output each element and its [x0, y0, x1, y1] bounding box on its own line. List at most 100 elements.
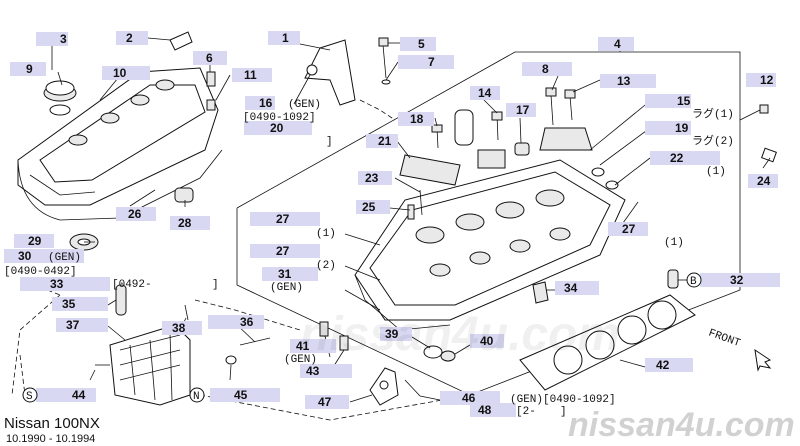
plug-22 — [591, 167, 619, 190]
part-label-27b: 27 — [276, 244, 290, 258]
tube-plug — [454, 109, 474, 146]
marker-n-text: N — [193, 391, 200, 403]
marker-b-text: B — [690, 276, 697, 288]
note-27b: (2) — [316, 260, 336, 272]
grommet — [174, 187, 194, 203]
part-label-39: 39 — [385, 327, 399, 341]
stud-38 — [184, 304, 189, 321]
bracket-small — [477, 149, 506, 169]
part-label-12: 12 — [760, 73, 774, 87]
cap-24 — [761, 147, 777, 163]
part-label-48: 48 — [478, 403, 492, 417]
part-label-2: 2 — [126, 31, 133, 45]
note-20-bracket: ] — [326, 136, 333, 148]
part-label-27a: 27 — [276, 212, 290, 226]
part-label-7: 7 — [428, 55, 435, 69]
part-label-29: 29 — [28, 234, 42, 248]
note-27c: (1) — [664, 237, 684, 249]
part-label-23: 23 — [365, 171, 379, 185]
footer-period: 10.1990 - 10.1994 — [6, 433, 95, 445]
thermostat-housing — [109, 324, 191, 406]
part-label-45: 45 — [234, 388, 248, 402]
note-48c: ] — [560, 406, 567, 418]
sensor-41 — [319, 321, 329, 337]
part-label-34: 34 — [564, 281, 578, 295]
part-label-15: 15 — [677, 94, 691, 108]
part-label-28: 28 — [178, 216, 192, 230]
front-label: FRONT — [707, 327, 742, 350]
note-33-range: [0492- — [112, 279, 152, 291]
part-label-14: 14 — [478, 86, 492, 100]
part-label-35: 35 — [62, 297, 76, 311]
leader-lines — [51, 37, 771, 403]
note-41-gen: (GEN) — [284, 354, 317, 366]
part-label-20: 20 — [270, 121, 284, 135]
callout-boxes — [4, 31, 780, 417]
bolt-12 — [739, 104, 769, 121]
note-22: (1) — [706, 166, 726, 178]
part-label-44: 44 — [72, 388, 86, 402]
note-33-bracket: ] — [212, 279, 219, 291]
camshaft-bracket — [539, 127, 593, 151]
part-label-31: 31 — [278, 267, 292, 281]
note-31-gen: (GEN) — [270, 282, 303, 294]
part-label-6: 6 — [206, 51, 213, 65]
part-label-16: 16 — [259, 96, 273, 110]
part-label-21: 21 — [378, 134, 392, 148]
note-15-lug: ラグ(1) — [692, 106, 734, 121]
bolt-14 — [491, 111, 503, 141]
front-arrow — [754, 348, 772, 372]
corner-watermark: nissan4u.com — [568, 406, 795, 444]
part-label-26: 26 — [128, 207, 142, 221]
part-label-25: 25 — [362, 200, 376, 214]
part-label-42: 42 — [656, 358, 670, 372]
part-label-30: 30 — [18, 249, 32, 263]
note-27a: (1) — [316, 228, 336, 240]
marker-s: S — [22, 387, 38, 403]
marker-b: B — [686, 272, 702, 288]
footer-model: Nissan 100NX — [4, 415, 100, 432]
rocker-shaft-bracket — [399, 154, 461, 186]
rocker-cover — [17, 67, 223, 221]
note-48-range: (GEN)[0490-1092] — [510, 394, 616, 406]
part-label-41: 41 — [296, 339, 310, 353]
dashed-leaders — [11, 99, 471, 421]
part-label-11: 11 — [244, 68, 257, 82]
seal-39-40 — [423, 345, 456, 362]
part-label-27c: 27 — [622, 222, 636, 236]
cover-bolt-group — [206, 71, 216, 111]
part-label-10: 10 — [113, 66, 127, 80]
cap-gasket — [49, 104, 71, 116]
part-label-1: 1 — [282, 31, 289, 45]
part-label-38: 38 — [172, 321, 186, 335]
note-16-gen: (GEN) — [288, 99, 321, 111]
part-label-3: 3 — [60, 32, 67, 46]
camshaft-cap-bolt — [564, 89, 576, 121]
part-label-4: 4 — [614, 37, 621, 51]
note-30-gen: (GEN) — [48, 252, 81, 264]
pin-25 — [407, 204, 415, 220]
bolt-18 — [431, 124, 443, 149]
note-30-range: [0490-0492] — [4, 266, 77, 278]
marker-s-text: S — [26, 391, 33, 403]
sensor-34 — [532, 281, 549, 304]
part-label-32: 32 — [730, 273, 744, 287]
part-label-37: 37 — [66, 318, 80, 332]
part-label-8: 8 — [542, 62, 549, 76]
part-label-18: 18 — [410, 112, 424, 126]
marker-n: N — [189, 387, 205, 403]
head-gasket — [519, 294, 696, 391]
oil-filler-cap — [43, 80, 77, 102]
head-bolt — [545, 87, 557, 126]
part-label-46: 46 — [462, 391, 476, 405]
note-48b: [2- — [516, 406, 536, 418]
nut-45 — [225, 355, 237, 365]
part-label-33: 33 — [50, 277, 64, 291]
cylinder-head — [354, 159, 626, 331]
center-watermark: nissan4u.com — [300, 308, 620, 361]
part-label-22: 22 — [670, 151, 684, 165]
long-bolt — [378, 37, 391, 85]
pin-23 — [419, 189, 423, 216]
part-label-19: 19 — [675, 121, 689, 135]
